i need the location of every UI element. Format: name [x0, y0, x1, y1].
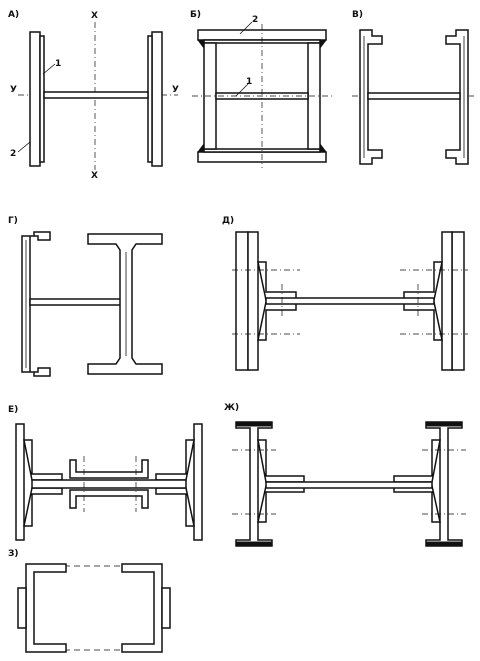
flange-right-inner — [441, 231, 453, 371]
channel-center-bottom — [69, 489, 149, 509]
panel-v: В) — [352, 10, 474, 165]
axis-x-top-label: X — [91, 11, 98, 21]
panel-g: Г) — [8, 216, 163, 377]
angle-right-bottom — [155, 487, 195, 527]
plate-left — [17, 587, 27, 629]
callout-a-1: 1 — [55, 59, 61, 69]
callout-b-2: 2 — [252, 15, 258, 25]
i-beam — [87, 233, 163, 375]
flange-left — [29, 31, 41, 167]
channel-center-top — [69, 459, 149, 479]
weld-br — [319, 142, 327, 153]
panel-a: А) X X У У 1 2 — [8, 10, 179, 181]
angle-left-top — [257, 439, 305, 483]
web — [265, 481, 433, 489]
weld-tl — [197, 39, 205, 50]
axis-x-bottom-label: X — [91, 171, 98, 181]
plate-right — [161, 587, 171, 629]
callout-leader-1 — [235, 83, 249, 97]
angle-left-top — [257, 261, 297, 301]
weld-tr — [319, 39, 327, 50]
axis-y-right-label: У — [172, 85, 179, 95]
angle-left-bottom — [23, 487, 63, 527]
angle-right-top — [393, 439, 441, 483]
angle-left-top — [23, 439, 63, 481]
weld-bl — [197, 142, 205, 153]
panel-zh: Ж) — [224, 403, 466, 547]
angle-right-top — [155, 439, 195, 481]
callout-leader-2 — [17, 141, 31, 153]
axis-y-left-label: У — [10, 85, 17, 95]
angle-right-bottom — [393, 485, 441, 523]
channel-left — [25, 563, 67, 653]
angle-left-bottom — [257, 485, 305, 523]
panel-v-label: В) — [352, 10, 363, 20]
channel-right — [445, 29, 469, 165]
panel-b: Б) 2 1 — [190, 10, 332, 168]
panel-g-label: Г) — [8, 216, 18, 226]
callout-a-2: 2 — [10, 149, 16, 159]
panel-b-label: Б) — [190, 10, 201, 20]
flange-right — [193, 423, 203, 541]
panel-d-label: Д) — [222, 216, 234, 226]
flange-right — [451, 231, 465, 371]
callout-leader-2 — [239, 21, 253, 35]
flange-right-lip — [147, 35, 153, 163]
web — [265, 297, 435, 305]
web — [367, 92, 461, 100]
flange-left-lip — [39, 35, 45, 163]
panel-z: З) — [8, 549, 171, 653]
channel-right — [121, 563, 163, 653]
panel-a-label: А) — [8, 10, 19, 20]
panel-e: Е) — [8, 405, 203, 541]
flange-right — [151, 31, 163, 167]
channel-left — [359, 29, 383, 165]
web — [29, 298, 125, 306]
angle-right-top — [403, 261, 443, 301]
i-beam-left-flanges — [235, 421, 273, 547]
flange-left — [235, 231, 249, 371]
panel-zh-label: Ж) — [224, 403, 239, 413]
callout-leader-1 — [42, 63, 56, 75]
web — [31, 479, 187, 489]
web — [43, 91, 149, 99]
channel-left — [21, 231, 51, 377]
panel-d: Д) — [222, 216, 468, 371]
i-beam-right-flanges — [425, 421, 463, 547]
flange-left-inner — [247, 231, 259, 371]
panel-e-label: Е) — [8, 405, 18, 415]
callout-b-1: 1 — [246, 77, 252, 87]
panel-z-label: З) — [8, 549, 19, 559]
flange-left — [15, 423, 25, 541]
